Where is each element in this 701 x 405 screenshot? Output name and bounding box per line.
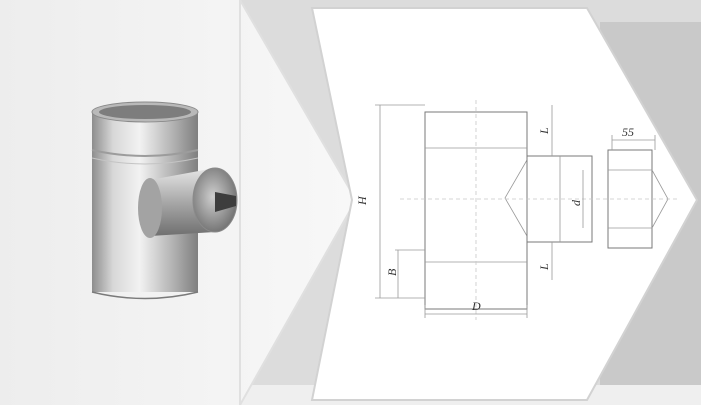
label-bottom-offset: B <box>385 268 399 276</box>
drawing-hexagon <box>310 7 699 401</box>
chevron-edge <box>239 0 358 405</box>
pipe-bottom-rim <box>91 291 199 300</box>
branch-joint <box>138 178 162 238</box>
tee-pipe-illustration <box>91 101 238 300</box>
label-branch-diameter: d <box>569 199 583 206</box>
cap-handle <box>215 192 236 212</box>
label-branch-offset-bottom: L <box>537 263 551 271</box>
label-branch-offset: L <box>537 127 551 135</box>
pipe-top-opening <box>99 105 191 119</box>
label-cap-length: 55 <box>622 125 634 139</box>
pipe-seam-bottom <box>91 157 199 165</box>
label-height: H <box>355 195 369 206</box>
label-diameter: D <box>471 299 481 313</box>
technical-drawing: H B D L L d 55 <box>355 100 680 320</box>
pipe-seam-top <box>91 149 199 157</box>
